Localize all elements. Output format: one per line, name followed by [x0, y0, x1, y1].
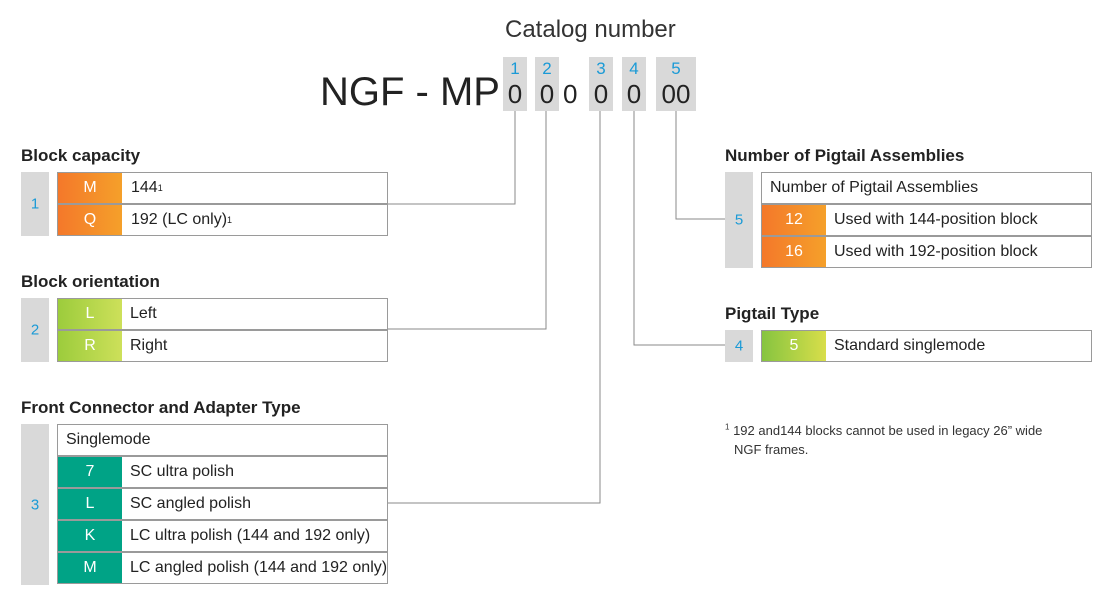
connector-1 [388, 111, 516, 205]
code-cell: Q [58, 205, 122, 235]
table-header: Singlemode [66, 431, 151, 448]
block-orientation-table: 2 L Left R Right [21, 298, 388, 362]
footnote-line: 1 192 and144 blocks cannot be used in le… [725, 421, 1042, 440]
plain-digit: 0 [563, 79, 578, 109]
position-value: 0 [507, 79, 523, 109]
position-number: 1 [510, 59, 520, 78]
code-cell: M [58, 553, 122, 583]
table-row: Q 192 (LC only)1 [57, 204, 388, 236]
description-cell: SC angled polish [130, 495, 251, 512]
index-cell: 4 [725, 330, 753, 362]
position-value: 00 [661, 79, 691, 109]
code-cell: 12 [762, 205, 826, 235]
code-cell: R [58, 331, 122, 361]
position-box-1: 1 0 [503, 57, 527, 111]
connector-3 [388, 111, 601, 504]
pigtail-type-title: Pigtail Type [725, 304, 820, 323]
table-row: L Left [57, 298, 388, 330]
block-orientation-title: Block orientation [21, 272, 160, 291]
pigtail-assemblies-table: 5 Number of Pigtail Assemblies 12 Used w… [725, 172, 1092, 268]
description-cell: Used with 192-position block [834, 243, 1038, 260]
catalog-prefix: NGF - MP [320, 70, 500, 114]
position-number: 2 [542, 59, 552, 78]
connector-5 [675, 111, 728, 220]
table-row: K LC ultra polish (144 and 192 only) [57, 520, 388, 552]
position-box-5: 5 00 [656, 57, 696, 111]
connector-2 [388, 111, 547, 330]
table-row: L SC angled polish [57, 488, 388, 520]
index-number: 4 [734, 337, 744, 355]
description-cell: SC ultra polish [130, 463, 235, 480]
front-connector-title: Front Connector and Adapter Type [21, 398, 301, 417]
position-number: 5 [671, 59, 681, 78]
code-cell: 7 [58, 457, 122, 487]
table-header-row: Number of Pigtail Assemblies [761, 172, 1092, 204]
table-row: M LC angled polish (144 and 192 only) [57, 552, 388, 584]
catalog-title: Catalog number [505, 16, 676, 43]
footnote-text: 192 and144 blocks cannot be used in lega… [733, 423, 1043, 438]
position-box-2: 2 0 [535, 57, 559, 111]
code-cell: K [58, 521, 122, 551]
table-row: 16 Used with 192-position block [761, 236, 1092, 268]
code-cell: M [58, 173, 122, 203]
table-row: 12 Used with 144-position block [761, 204, 1092, 236]
pigtail-type-table: 4 5 Standard singlemode [725, 330, 1092, 362]
table-header: Number of Pigtail Assemblies [770, 179, 979, 196]
index-number: 1 [30, 195, 40, 213]
index-number: 5 [734, 211, 744, 229]
index-cell: 2 [21, 298, 49, 362]
position-value: 0 [593, 79, 609, 109]
code-cell: L [58, 299, 122, 329]
index-cell: 5 [725, 172, 753, 268]
index-cell: 3 [21, 424, 49, 585]
description-cell: Left [130, 305, 157, 322]
code-cell: 5 [762, 331, 826, 361]
index-number: 3 [30, 496, 40, 513]
footnote: 1 192 and144 blocks cannot be used in le… [725, 421, 1042, 459]
position-value: 0 [626, 79, 642, 109]
description-cell: Standard singlemode [834, 337, 986, 354]
table-header-row: Singlemode [57, 424, 388, 456]
description-cell: LC ultra polish (144 and 192 only) [130, 527, 371, 544]
description-cell: Right [130, 337, 168, 354]
table-row: 7 SC ultra polish [57, 456, 388, 488]
block-capacity-title: Block capacity [21, 146, 141, 165]
footnote-line: NGF frames. [734, 442, 809, 457]
code-cell: 16 [762, 237, 826, 267]
pigtail-assemblies-title: Number of Pigtail Assemblies [725, 146, 965, 165]
position-number: 4 [629, 59, 639, 78]
position-number: 3 [596, 59, 606, 78]
table-row: 5 Standard singlemode [761, 330, 1092, 362]
description-cell: 192 (LC only)1 [131, 211, 233, 228]
description-text: 192 (LC only) [131, 211, 228, 228]
index-number: 2 [30, 321, 40, 339]
front-connector-table: 3 Singlemode 7 SC ultra polish L SC angl… [21, 424, 388, 585]
description-text: 144 [131, 179, 158, 196]
footnote-marker: 1 [725, 422, 730, 432]
table-row: R Right [57, 330, 388, 362]
position-box-3: 3 0 [589, 57, 613, 111]
position-box-4: 4 0 [622, 57, 646, 111]
description-cell: LC angled polish (144 and 192 only) [130, 559, 388, 576]
index-cell: 1 [21, 172, 49, 236]
connector-4 [633, 111, 728, 346]
description-cell: Used with 144-position block [834, 211, 1038, 228]
position-value: 0 [539, 79, 555, 109]
code-cell: L [58, 489, 122, 519]
